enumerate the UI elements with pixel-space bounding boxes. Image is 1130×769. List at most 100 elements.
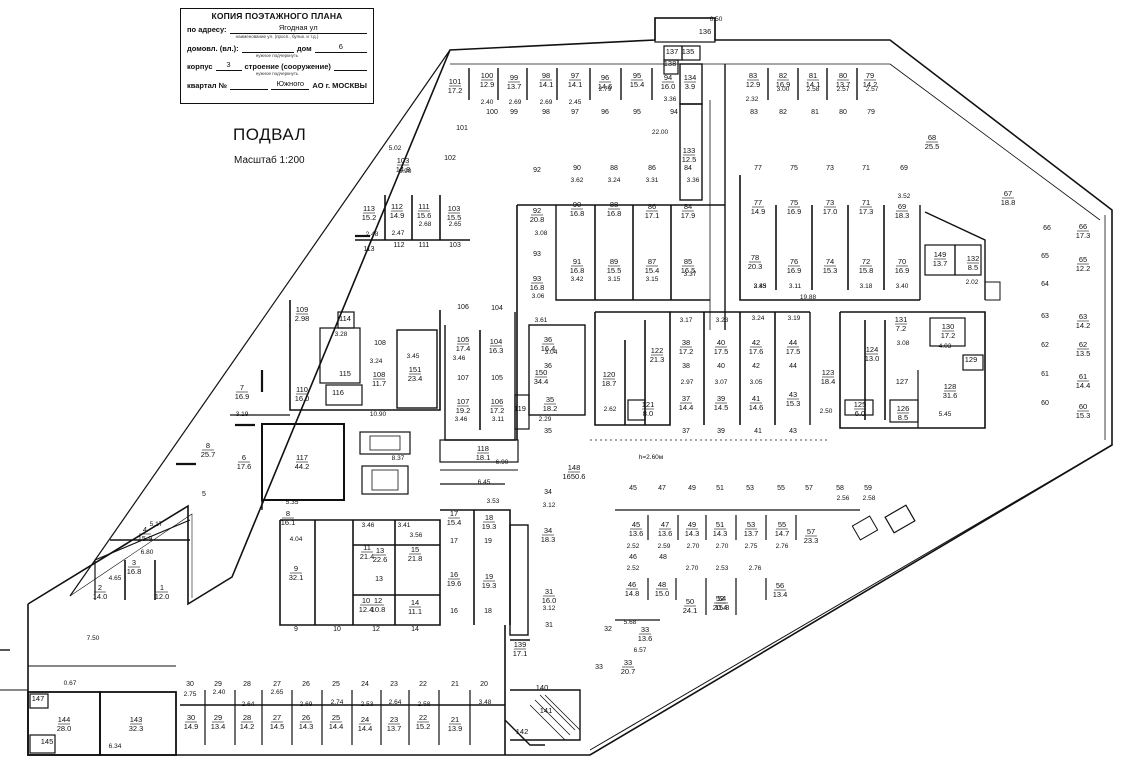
room-area: 15.5 [447,213,462,222]
dimension-value: 3.31 [646,177,659,184]
room-number: 82 [779,71,787,80]
dimension-value: 2.52 [627,565,640,572]
hallway-number: 49 [688,485,696,492]
room-number: 63 [1079,312,1087,321]
hallway-number: 99 [510,109,518,116]
dimension-value: 10.90 [370,411,387,418]
room-area: 18.3 [541,535,556,544]
dimension-value: 2.53 [716,565,729,572]
room-number: 8 [206,441,210,450]
room-area: 15.3 [786,399,801,408]
hallway-number: 28 [243,681,251,688]
hallway-number: 107 [457,375,469,382]
room-area: 13.9 [448,724,463,733]
room-label: 617.6 [237,453,252,471]
hallway-number: 66 [1043,225,1051,232]
hallway-number: 82 [779,109,787,116]
room-number: 36 [544,335,552,344]
shaft-138 [663,59,679,75]
outer-diagonal-east [589,444,1113,751]
room-area: 18.7 [602,379,617,388]
room-area: 14.0 [93,592,108,601]
hallway-number: 19 [484,538,492,545]
room-number: 76 [790,257,798,266]
dimension-value: 3.07 [715,379,728,386]
room-number: 127 [896,377,909,386]
room-number: 105 [457,335,470,344]
room-number: 40 [717,338,725,347]
dimension-value: 2.58 [807,86,820,93]
dimension-value: 2.74 [331,699,344,706]
dimension-value: 2.62 [604,406,617,413]
room-label: 135 [682,47,695,56]
room-area: 21.3 [650,355,665,364]
hallway-number: 75 [790,165,798,172]
dimension-value: 2.70 [686,565,699,572]
room-number: 18 [485,513,493,522]
room-number: 94 [664,73,672,82]
dimension-value: 3.52 [898,193,911,200]
room-area: 13.5 [1076,349,1091,358]
room-area: 17.9 [681,211,696,220]
room-area: 14.4 [1076,381,1091,390]
dimension-value: 3.11 [789,283,802,290]
room-area: 6.0 [855,409,865,418]
hallway-number: 37 [682,428,690,435]
room-area: 16.5 [681,266,696,275]
room-label: 142 [516,727,529,736]
room-area: 17.2 [448,86,463,95]
dimension-value: 3.17 [680,317,693,324]
dimension-value: 3.36 [687,177,700,184]
room-area: 17.2 [941,331,956,340]
room-area: 15.0 [655,589,670,598]
dimension-value: 2.59 [658,543,671,550]
room-number: 145 [41,737,54,746]
room-area: 16.9 [895,266,910,275]
room-number: 16 [450,570,458,579]
hallway-number: 58 [836,485,844,492]
room-area: 14.4 [679,403,694,412]
room-area: 17.3 [859,207,874,216]
room-label: 115 [339,369,351,378]
room-number: 54 [718,594,726,603]
room-area: 7.2 [896,324,906,333]
room-number: 79 [866,71,874,80]
room-area: 17.1 [513,649,528,658]
district-value: Южного [271,80,310,91]
dimension-value: 6.90 [399,168,412,175]
room-number: 77 [754,198,762,207]
room-label: 825.7 [201,441,216,459]
room-number: 11 [363,543,371,552]
room-number: 62 [1079,340,1087,349]
northeast-inner-wall [889,63,1101,221]
hallway-number: 21 [451,681,459,688]
room-number: 4 [143,525,147,534]
hallway-number: 39 [717,428,725,435]
quarter-value [229,80,269,91]
room-number: 22 [419,713,427,722]
dimension-value: 3.46 [362,522,375,529]
room-label: 141 [540,706,553,715]
hallway-number: 60 [1041,400,1049,407]
structure-hint: нужное подчеркнуть [255,71,299,77]
room-number: 41 [752,394,760,403]
room-area: 17.4 [456,344,471,353]
room-number: 42 [752,338,760,347]
